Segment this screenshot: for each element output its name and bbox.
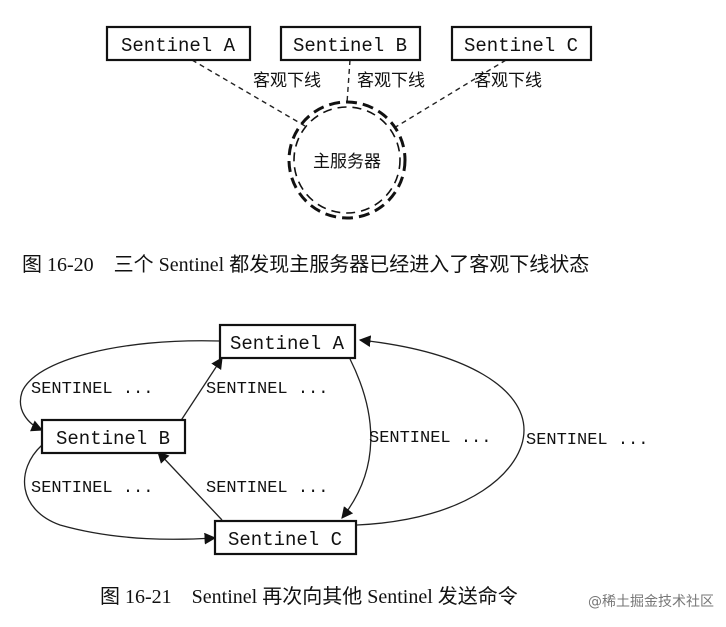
figure-16-21: Sentinel A Sentinel B Sentinel C SENTINE…	[19, 323, 648, 608]
status-label-b: 客观下线	[357, 71, 425, 91]
edge-label-c-b: SENTINEL ...	[206, 479, 328, 498]
arrow-b-to-a	[179, 357, 223, 423]
arrow-c-to-b	[157, 451, 223, 521]
node-sentinel-a-box	[218, 323, 357, 360]
sentinel-a-box	[105, 25, 252, 62]
arrow-a-to-b	[19, 340, 221, 432]
node-sentinel-c-box	[213, 519, 358, 556]
dashed-link-a-master	[191, 59, 306, 127]
node-sentinel-b-label: Sentinel B	[56, 428, 170, 450]
sentinel-b-box	[279, 25, 422, 62]
watermark: @稀土掘金技术社区	[588, 594, 714, 610]
arrow-c-to-a	[356, 335, 525, 526]
sentinel-c-label: Sentinel C	[464, 35, 578, 57]
figure-16-20: 主服务器 Sentinel A Sentinel B Sentinel C 客观…	[22, 25, 593, 276]
edge-label-c-a: SENTINEL ...	[526, 431, 648, 450]
master-circle-inner	[293, 106, 401, 214]
sentinel-a-label: Sentinel A	[121, 35, 236, 57]
edge-label-b-a: SENTINEL ...	[206, 380, 328, 399]
arrow-a-to-c	[341, 358, 372, 519]
arrow-b-to-c	[23, 444, 217, 545]
master-circle	[287, 100, 407, 220]
dashed-link-c-master	[393, 59, 507, 129]
caption-16-21: 图 16-21 Sentinel 再次向其他 Sentinel 发送命令	[100, 585, 518, 608]
sentinel-b-label: Sentinel B	[293, 35, 407, 57]
status-label-c: 客观下线	[474, 71, 542, 91]
edge-label-b-c: SENTINEL ...	[31, 479, 153, 498]
node-sentinel-c-label: Sentinel C	[228, 529, 342, 551]
status-label-a: 客观下线	[253, 71, 321, 91]
edge-label-a-b: SENTINEL ...	[31, 380, 153, 399]
dashed-link-b-master	[346, 59, 351, 104]
edge-label-a-c: SENTINEL ...	[369, 429, 491, 448]
master-label: 主服务器	[313, 152, 381, 172]
sentinel-c-box	[450, 25, 593, 62]
node-sentinel-b-box	[40, 418, 187, 455]
caption-16-20: 图 16-20 三个 Sentinel 都发现主服务器已经进入了客观下线状态	[22, 253, 589, 276]
node-sentinel-a-label: Sentinel A	[230, 333, 345, 355]
